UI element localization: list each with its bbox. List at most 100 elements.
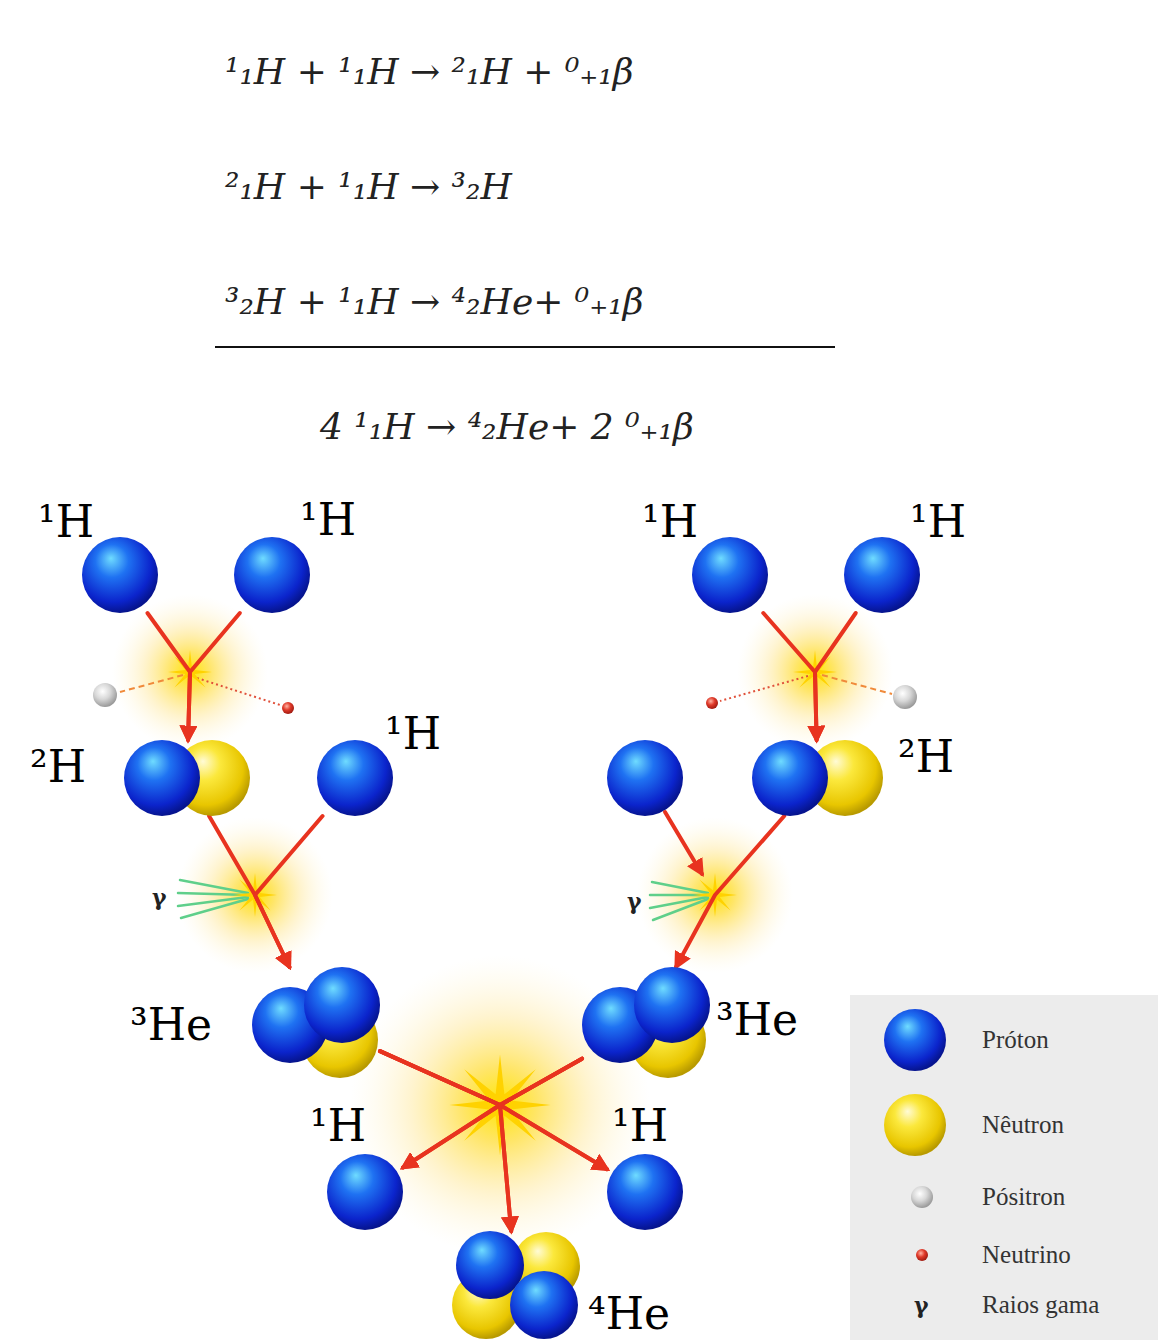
- particle-cluster: [82, 537, 158, 613]
- nucleus-particle: ³He: [252, 967, 380, 1078]
- emissions: [93, 675, 917, 920]
- reaction-equation: ²₁H + ¹₁H → ³₂H: [225, 165, 512, 209]
- nucleus-particle: ²H: [752, 740, 883, 816]
- legend-text: Nêutron: [982, 1110, 1064, 1140]
- fusion-glow: [737, 594, 893, 750]
- emission-trail: [120, 675, 183, 692]
- fusion-glow: [112, 594, 268, 750]
- nuclide-label: ³He: [130, 1003, 212, 1047]
- nuclide-label: ¹H: [642, 500, 698, 544]
- nuclide-label: ¹H: [310, 1104, 366, 1148]
- fusion-glows: [112, 594, 893, 1255]
- reaction-arrow: [676, 816, 784, 967]
- proton-ball: [692, 537, 768, 613]
- nucleus-particle: ¹H: [692, 537, 768, 613]
- proton-ball: [607, 1154, 683, 1230]
- particle-cluster: [752, 740, 883, 816]
- gamma-ray: [650, 882, 708, 920]
- legend-positron-sample: [911, 1186, 933, 1208]
- reaction-arrow: [380, 1051, 500, 1167]
- legend-text: Próton: [982, 1025, 1049, 1055]
- particle-cluster: [607, 1154, 683, 1230]
- reaction-arrow: [815, 613, 856, 740]
- proton-particle: [607, 740, 683, 816]
- proton-ball: [234, 537, 310, 613]
- proton-ball: [82, 537, 158, 613]
- legend-gamma-symbol: γ: [914, 1292, 929, 1318]
- nucleus-particle: ¹H: [607, 1154, 683, 1230]
- proton-ball: [844, 537, 920, 613]
- proton-ball: [510, 1271, 578, 1339]
- gamma-ray: [178, 880, 248, 918]
- fusion-glow: [637, 817, 793, 973]
- particle-cluster: [692, 537, 768, 613]
- gamma-symbol: γ: [627, 888, 642, 914]
- emission-trail: [822, 675, 892, 694]
- fusion-glow: [177, 817, 333, 973]
- gamma-symbol: γ: [152, 884, 167, 910]
- proton-ball: [317, 740, 393, 816]
- particle-cluster: [844, 537, 920, 613]
- particle-cluster: [317, 740, 393, 816]
- nuclide-label: ³He: [716, 998, 798, 1042]
- proton-ball: [752, 740, 828, 816]
- legend-text: Pósitron: [982, 1182, 1065, 1212]
- proton-ball: [124, 740, 200, 816]
- nuclide-label: ²H: [30, 745, 86, 789]
- nuclide-label: ⁴He: [588, 1292, 670, 1336]
- nucleus-particle: ¹H: [82, 537, 158, 613]
- proton-ball: [634, 967, 710, 1043]
- particle-cluster: [582, 967, 710, 1078]
- nuclide-label: ¹H: [910, 500, 966, 544]
- proton-ball: [304, 967, 380, 1043]
- nucleus-particle: ¹H: [327, 1154, 403, 1230]
- legend-panel: [850, 995, 1158, 1340]
- legend-proton-sample: [884, 1009, 946, 1071]
- neutrino-particle: [706, 697, 718, 709]
- legend-ground: [850, 995, 1158, 1340]
- legend-neutrino-sample: [916, 1249, 928, 1261]
- nuclide-label: ²H: [898, 735, 954, 779]
- nuclide-label: ¹H: [38, 500, 94, 544]
- nuclide-label: ¹H: [612, 1104, 668, 1148]
- reaction-arrow: [188, 613, 240, 740]
- particle-cluster: [252, 967, 380, 1078]
- particle-cluster: [452, 1231, 580, 1339]
- particle-cluster: [327, 1154, 403, 1230]
- reaction-arrow: [763, 613, 816, 740]
- reaction-arrow: [147, 613, 190, 740]
- nuclide-label: ¹H: [385, 712, 441, 756]
- net-equation: 4 ¹₁H → ⁴₂He+ 2 ⁰₊₁β: [320, 405, 694, 449]
- reaction-equation: ¹₁H + ¹₁H → ²₁H + ⁰₊₁β: [225, 50, 634, 94]
- nuclide-label: ¹H: [300, 498, 356, 542]
- neutrino-particle: [282, 702, 294, 714]
- positron-particle: [93, 683, 117, 707]
- positron-particle: [893, 685, 917, 709]
- fusion-flashes: [168, 650, 837, 1156]
- sum-rule: [215, 346, 835, 348]
- legend-text: Neutrino: [982, 1240, 1071, 1270]
- nucleus-particle: ¹H: [317, 740, 393, 816]
- nucleus-particle: ³He: [582, 967, 710, 1078]
- nucleus-particle: ¹H: [844, 537, 920, 613]
- particle-cluster: [234, 537, 310, 613]
- nucleus-particle: ¹H: [234, 537, 310, 613]
- emission-trail: [197, 678, 280, 705]
- emission-trail: [720, 676, 808, 701]
- reaction-equation: ³₂H + ¹₁H → ⁴₂He+ ⁰₊₁β: [225, 280, 643, 324]
- proton-ball: [327, 1154, 403, 1230]
- proton-ball: [456, 1231, 524, 1299]
- reaction-arrow: [665, 812, 702, 874]
- legend-neutron-sample: [884, 1094, 946, 1156]
- nucleus-particle: ²H: [124, 740, 250, 816]
- nucleus-particle: ⁴He: [452, 1231, 580, 1339]
- reaction-arrow: [500, 1059, 582, 1231]
- particle-cluster: [124, 740, 250, 816]
- reaction-arrow: [255, 816, 323, 967]
- reaction-arrow: [380, 1051, 607, 1169]
